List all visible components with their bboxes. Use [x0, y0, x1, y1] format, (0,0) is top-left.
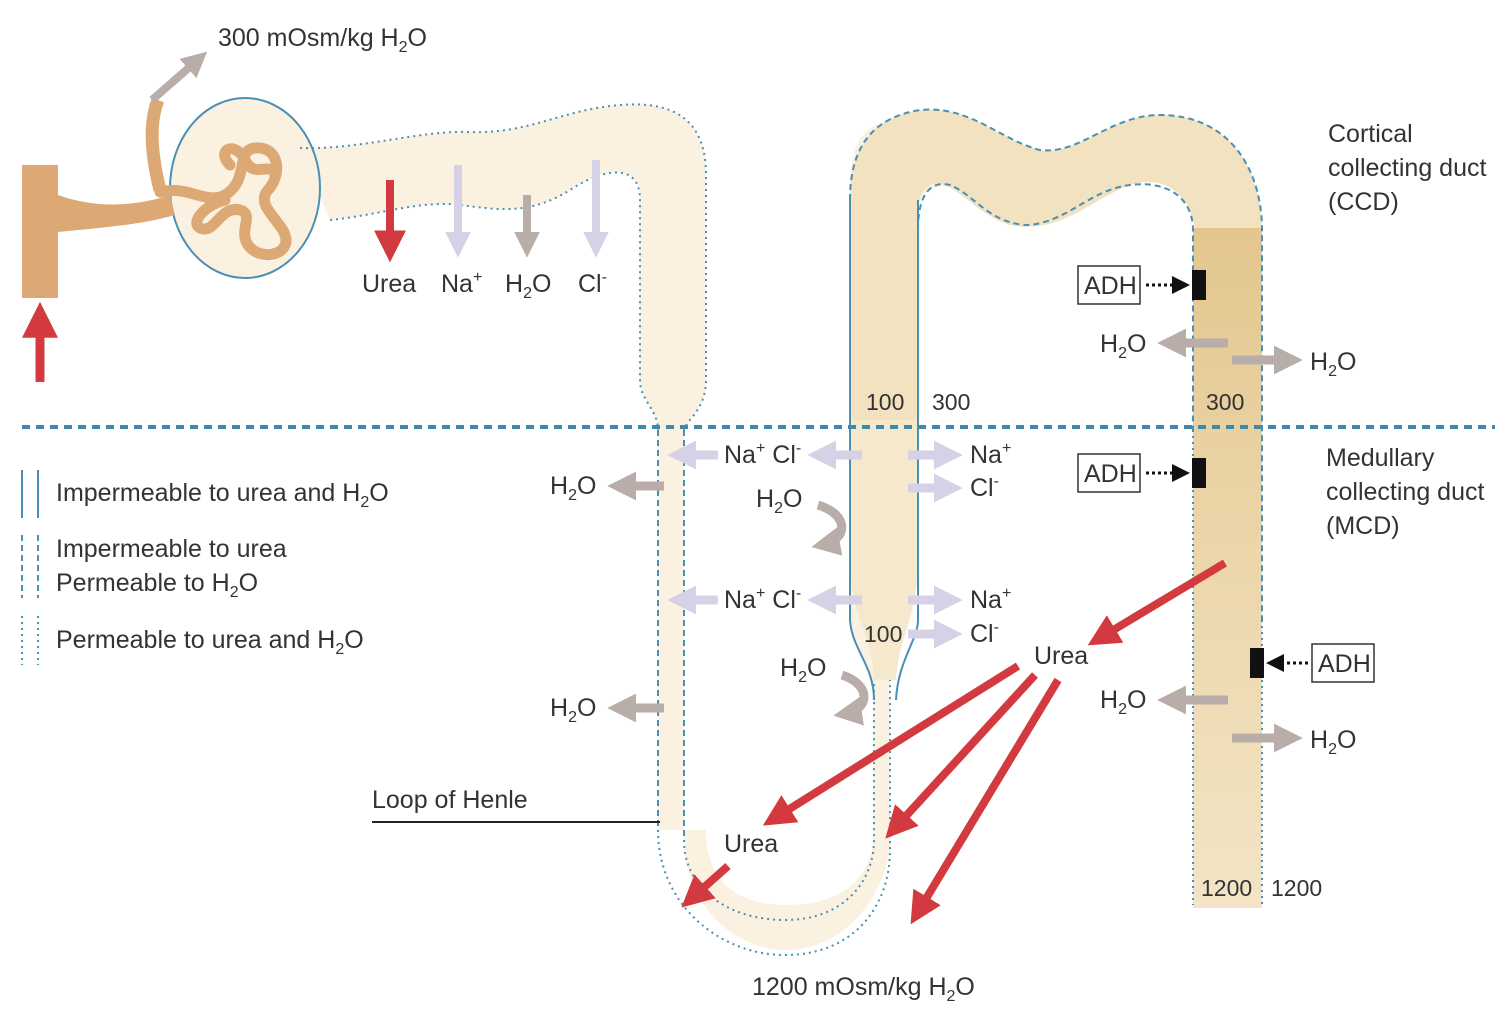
value-cd-bottom-in: 1200 [1201, 875, 1252, 901]
h2o-label-curved-2: H2O [780, 654, 826, 686]
adh-label-1: ADH [1084, 272, 1137, 300]
mcd-label-3: (MCD) [1326, 512, 1400, 540]
mcd-label-2: collecting duct [1326, 478, 1484, 506]
legend-dotted-text: Permeable to urea and H2O [56, 626, 364, 658]
cl-right-label-2: Cl- [970, 619, 999, 648]
arteriole [58, 195, 175, 232]
pct-h2o-label: H2O [505, 270, 551, 302]
na-right-label-2: Na+ [970, 585, 1011, 614]
value-asc-top: 100 [866, 389, 904, 415]
legend-dashed-text-2: Permeable to H2O [56, 569, 258, 601]
curved-h2o-arrow-2 [842, 675, 864, 714]
pct-cl-label: Cl- [578, 269, 607, 298]
mcd-label-1: Medullary [1326, 444, 1435, 472]
h2o-label-desc-1: H2O [550, 472, 596, 504]
top-osmolality: 300 mOsm/kg H2O [218, 24, 427, 56]
bottom-osmolality: 1200 mOsm/kg H2O [752, 973, 975, 1005]
h2o-label-mcd-right: H2O [1310, 726, 1356, 758]
h2o-label-desc-2: H2O [550, 694, 596, 726]
collecting-duct [1193, 228, 1262, 908]
efferent-arteriole [152, 100, 160, 190]
ccd-label-1: Cortical [1328, 120, 1413, 148]
loop-of-henle-label: Loop of Henle [372, 786, 528, 814]
adh-receptor-2 [1192, 458, 1206, 488]
filtrate-outflow-arrow [152, 58, 200, 100]
h2o-label-ccd-right: H2O [1310, 348, 1356, 380]
urea-label-cd: Urea [1034, 642, 1088, 670]
h2o-label-mcd-left: H2O [1100, 686, 1146, 718]
urea-label-loop: Urea [724, 830, 778, 858]
ccd-label-3: (CCD) [1328, 188, 1399, 216]
legend-dashed-text-1: Impermeable to urea [56, 535, 287, 563]
value-cd-top: 300 [1206, 389, 1244, 415]
pct-na-label: Na+ [441, 269, 482, 298]
h2o-label-ccd-left: H2O [1100, 330, 1146, 362]
value-cd-bottom-out: 1200 [1271, 875, 1322, 901]
curved-h2o-arrow-1 [818, 505, 842, 545]
adh-receptor-1 [1192, 270, 1206, 300]
value-asc-mid: 100 [864, 621, 902, 647]
ccd-label-2: collecting duct [1328, 154, 1486, 182]
legend-solid-text: Impermeable to urea and H2O [56, 479, 389, 511]
legend-markers [22, 470, 38, 665]
proximal-tubule [300, 104, 1262, 950]
value-interstitial-top: 300 [932, 389, 970, 415]
adh-receptor-3 [1250, 648, 1264, 678]
cl-right-label-1: Cl- [970, 473, 999, 502]
na-right-label-1: Na+ [970, 440, 1011, 469]
pct-urea-label: Urea [362, 270, 416, 298]
dotted-membranes [300, 104, 1262, 955]
renal-artery [22, 165, 58, 298]
h2o-label-curved-1: H2O [756, 485, 802, 517]
adh-label-2: ADH [1084, 460, 1137, 488]
dashed-membranes [658, 110, 1262, 840]
nacl-label-2: Na+ Cl- [724, 585, 801, 614]
nacl-label-1: Na+ Cl- [724, 440, 801, 469]
adh-label-3: ADH [1318, 650, 1371, 678]
